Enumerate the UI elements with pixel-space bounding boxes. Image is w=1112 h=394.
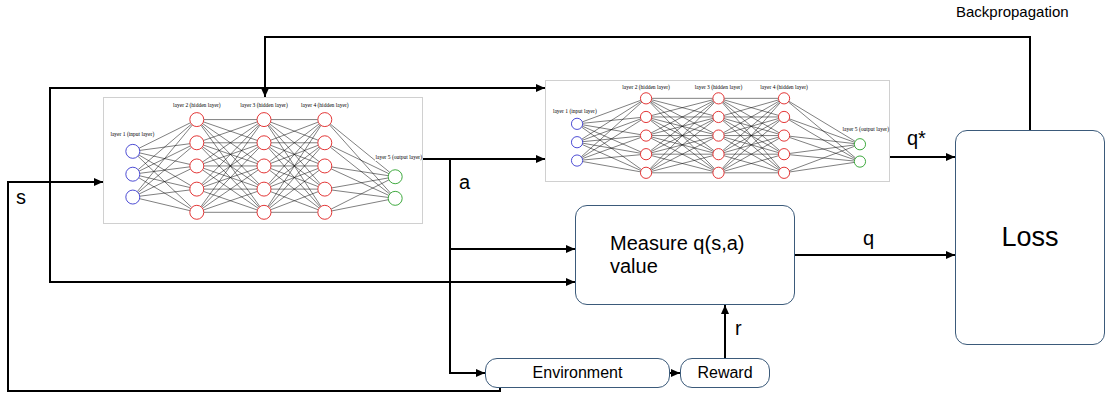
network-illustration xyxy=(546,81,891,183)
edge-label: q* xyxy=(906,128,927,148)
edge-label: q xyxy=(862,228,875,248)
connector-arrow xyxy=(423,159,485,373)
layer-label: layer 1 (input layer) xyxy=(110,132,154,138)
layer-label: layer 3 (hidden layer) xyxy=(695,85,743,91)
layer-label: layer 4 (hidden layer) xyxy=(301,103,349,109)
network-illustration xyxy=(104,98,424,225)
box-text: Environment xyxy=(533,364,623,382)
policy-network: layer 1 (input layer) layer 2 (hidden lay… xyxy=(103,97,423,224)
layer-label: layer 2 (hidden layer) xyxy=(173,103,221,109)
box-text: Reward xyxy=(697,364,752,382)
connector-arrow xyxy=(795,254,955,256)
connector-arrow xyxy=(670,372,680,374)
box-text: Loss xyxy=(1001,222,1058,253)
target-network: layer 1 (input layer) layer 2 (hidden lay… xyxy=(545,80,890,182)
edge-label: s xyxy=(15,187,27,207)
loss-box: Loss xyxy=(955,130,1105,345)
layer-label: layer 1 (input layer) xyxy=(553,109,597,115)
box-text: Measure q(s,a) value xyxy=(610,232,760,278)
layer-label: layer 3 (hidden layer) xyxy=(240,103,288,109)
edge-label: r xyxy=(734,318,743,338)
edge-label: a xyxy=(458,172,471,192)
edge-label: Backpropagation xyxy=(955,4,1070,19)
connector-arrow xyxy=(8,88,545,391)
process-box: Measure q(s,a) value xyxy=(575,205,795,305)
connector-arrow xyxy=(890,156,955,158)
connector-arrow xyxy=(724,305,726,358)
environment-box: Environment xyxy=(485,358,670,388)
reward-box: Reward xyxy=(680,358,770,388)
layer-label: layer 5 (output layer) xyxy=(842,127,889,133)
layer-label: layer 5 (output layer) xyxy=(375,155,422,161)
layer-label: layer 2 (hidden layer) xyxy=(622,85,670,91)
layer-label: layer 4 (hidden layer) xyxy=(760,85,808,91)
